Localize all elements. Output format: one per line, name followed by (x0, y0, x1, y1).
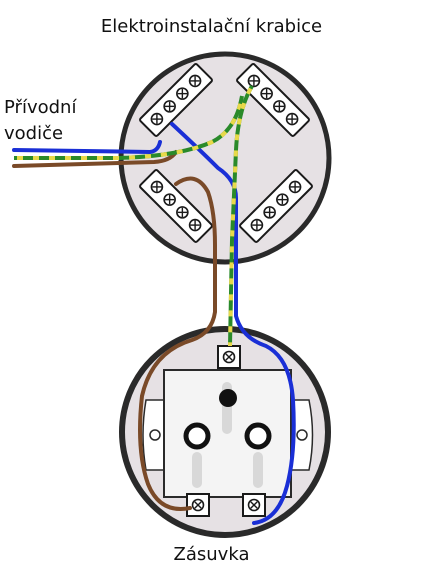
socket-mounting-tab-right (290, 399, 314, 471)
junction-box-label: Elektroinstalační krabice (100, 16, 323, 37)
socket-terminal-top (217, 345, 241, 369)
earth-wire (14, 84, 254, 347)
socket-label: Zásuvka (173, 544, 250, 565)
neutral-wire (12, 122, 296, 525)
supply-wires-label-line-1: Přívodní (4, 97, 77, 118)
earth-pin-icon (219, 389, 237, 407)
socket-terminal-bottom-right (242, 493, 266, 517)
supply-wires-label: Přívodní vodiče (4, 95, 76, 147)
socket-hole-icon (183, 422, 211, 450)
socket-mounting-tab-left (142, 399, 165, 471)
socket-hole-icon (244, 422, 272, 450)
supply-wires-label-line-2: vodiče (4, 123, 64, 144)
junction-box (118, 51, 332, 265)
socket-terminal-bottom-left (186, 493, 210, 517)
